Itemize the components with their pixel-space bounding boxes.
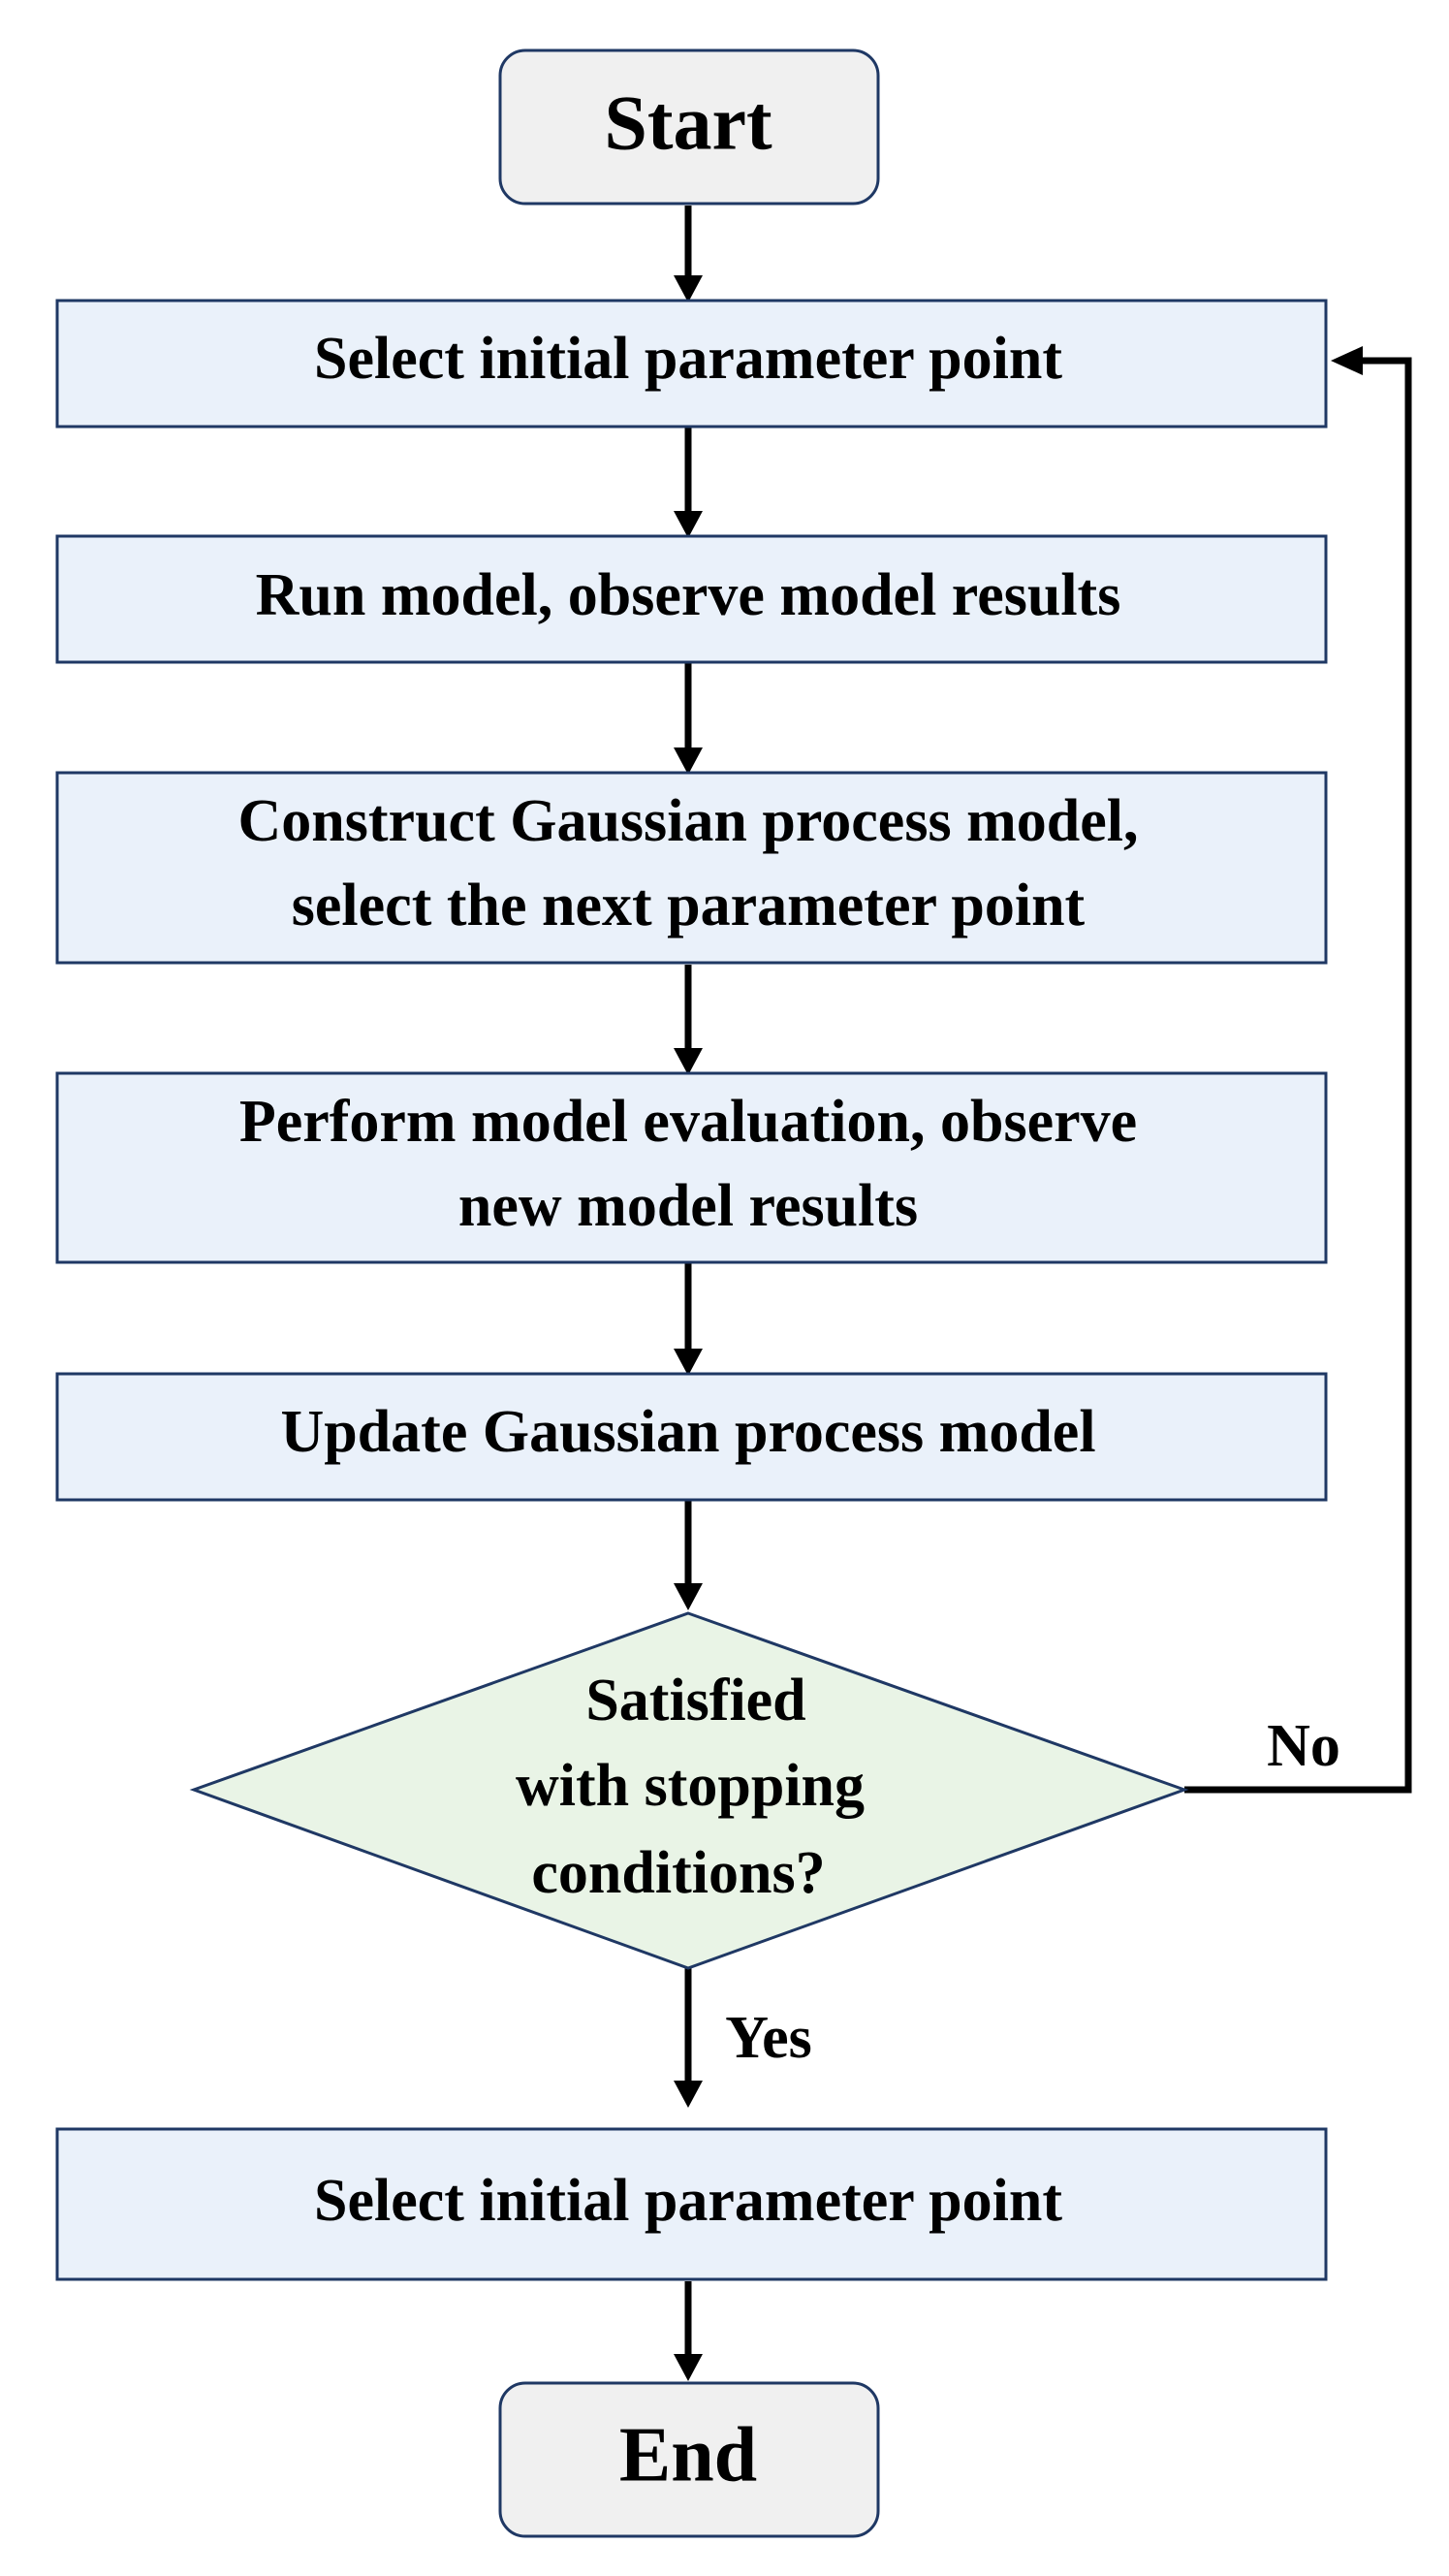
end-shape: [498, 2381, 880, 2538]
step-3-label-line-2: select the next parameter point: [292, 873, 1086, 938]
arrowhead-step-2: [674, 511, 703, 538]
step-2-box: [55, 534, 1328, 664]
end-label: End: [619, 2412, 757, 2497]
final-step-box: [55, 2127, 1328, 2281]
step-5-box: [55, 1372, 1328, 1502]
final-step: Select initial parameter point: [55, 2127, 1328, 2281]
decision-label-line-1: Satisfied: [585, 1668, 805, 1733]
step-3-box: [55, 771, 1328, 965]
final-step-label: Select initial parameter point: [314, 2168, 1062, 2234]
arrowhead-end: [674, 2354, 703, 2381]
arrowhead-step-1: [674, 275, 703, 302]
step-3-label-line-1: Construct Gaussian process model,: [238, 788, 1139, 854]
loop-back-no-path: [1184, 357, 1412, 1794]
start-shape: [498, 48, 880, 206]
step-update-gaussian-process-model: Update Gaussian process model: [55, 1372, 1328, 1502]
step-4-label-line-1: Perform model evaluation, observe: [239, 1089, 1137, 1155]
start-label: Start: [604, 80, 772, 166]
arrowhead-step-3: [674, 747, 703, 775]
connectors: [684, 206, 1412, 2358]
decision-label-line-2: with stopping: [516, 1753, 865, 1819]
arrowhead-step-4: [674, 1048, 703, 1075]
arrowhead-step-5: [674, 1349, 703, 1376]
step-run-model: Run model, observe model results: [55, 534, 1328, 664]
step-4-box: [55, 1071, 1328, 1264]
decision-shape: [189, 1611, 1189, 1970]
step-1-label: Select initial parameter point: [314, 326, 1062, 392]
arrowhead-loop-back: [1331, 346, 1363, 375]
step-construct-gaussian-process-model: Construct Gaussian process model, select…: [55, 771, 1328, 965]
decision-label-line-3: conditions?: [531, 1840, 825, 1906]
step-2-label: Run model, observe model results: [256, 562, 1121, 628]
start-terminal: Start: [498, 48, 880, 206]
arrowheads: [674, 275, 1363, 2381]
step-select-initial-parameter-point: Select initial parameter point: [55, 299, 1328, 429]
yes-edge-label: Yes: [725, 2005, 812, 2071]
arrowhead-decision: [674, 1583, 703, 1610]
step-1-box: [55, 299, 1328, 429]
step-4-label-line-2: new model results: [458, 1173, 918, 1239]
decision-stopping-conditions: Satisfied with stopping conditions?: [189, 1611, 1189, 1970]
step-perform-model-evaluation: Perform model evaluation, observe new mo…: [55, 1071, 1328, 1264]
no-edge-label: No: [1267, 1713, 1340, 1779]
end-terminal: End: [498, 2381, 880, 2538]
arrowhead-final-step: [674, 2081, 703, 2108]
step-5-label: Update Gaussian process model: [280, 1399, 1095, 1465]
